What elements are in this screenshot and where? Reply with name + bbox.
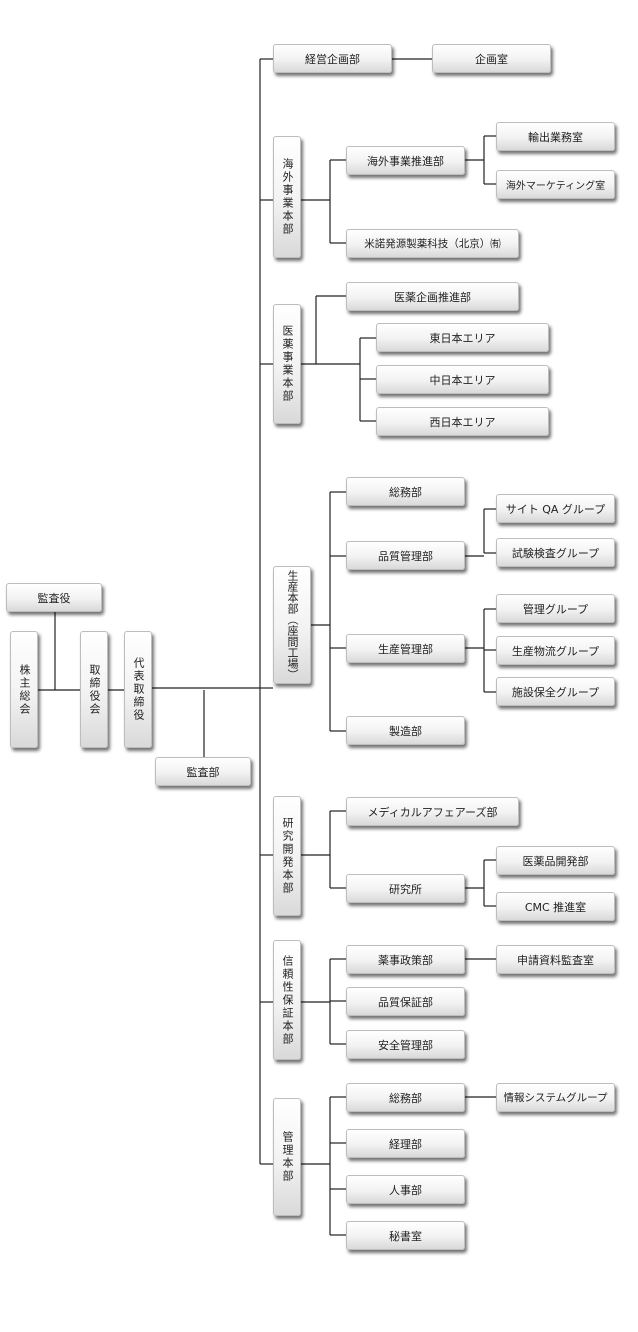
board-label: 取締役会 bbox=[88, 663, 101, 716]
dept-label: 薬事政策部 bbox=[378, 953, 433, 967]
dept-beijing-subsidiary[interactable]: 米諾発源製薬科技（北京）㈲ bbox=[346, 229, 519, 258]
dept-secretary[interactable]: 秘書室 bbox=[346, 1221, 465, 1250]
dept-drug-development[interactable]: 医薬品開発部 bbox=[496, 846, 615, 875]
dept-medical-affairs[interactable]: メディカルアフェアーズ部 bbox=[346, 797, 519, 826]
dept-west-japan[interactable]: 西日本エリア bbox=[376, 407, 549, 436]
dept-label: 中日本エリア bbox=[429, 373, 496, 387]
president-box[interactable]: 代表取締役 bbox=[124, 631, 152, 748]
dept-label: 施設保全グループ bbox=[511, 685, 600, 699]
dept-label: 海外事業推進部 bbox=[367, 154, 444, 168]
dept-cmc[interactable]: CMC 推進室 bbox=[496, 892, 615, 921]
board-box[interactable]: 取締役会 bbox=[80, 631, 108, 748]
dept-label: 輸出業務室 bbox=[528, 130, 583, 144]
dept-label: 安全管理部 bbox=[378, 1038, 433, 1052]
dept-quality-assurance[interactable]: 品質保証部 bbox=[346, 987, 465, 1016]
dept-label: 経理部 bbox=[389, 1137, 422, 1151]
dept-label: メディカルアフェアーズ部 bbox=[367, 805, 498, 819]
div-label: 医薬事業本部 bbox=[281, 325, 294, 403]
dept-submission-audit[interactable]: 申請資料監査室 bbox=[496, 945, 615, 974]
dept-label: 研究所 bbox=[389, 882, 422, 896]
dept-label: サイト QA グループ bbox=[505, 502, 606, 516]
div-label: 生産本部（座間工場） bbox=[286, 570, 299, 680]
dept-pharma-planning[interactable]: 医薬企画推進部 bbox=[346, 282, 519, 311]
dept-safety-management[interactable]: 安全管理部 bbox=[346, 1030, 465, 1059]
dept-label: 秘書室 bbox=[389, 1229, 422, 1243]
dept-label: 医薬企画推進部 bbox=[394, 290, 471, 304]
dept-site-qa[interactable]: サイト QA グループ bbox=[496, 494, 615, 523]
dept-label: 西日本エリア bbox=[429, 415, 496, 429]
dept-label: 海外マーケティング室 bbox=[505, 181, 606, 192]
div-production[interactable]: 生産本部（座間工場） bbox=[273, 566, 311, 684]
dept-overseas-marketing[interactable]: 海外マーケティング室 bbox=[496, 170, 615, 199]
dept-hr[interactable]: 人事部 bbox=[346, 1175, 465, 1204]
dept-central-japan[interactable]: 中日本エリア bbox=[376, 365, 549, 394]
dept-export-office[interactable]: 輸出業務室 bbox=[496, 122, 615, 151]
dept-logistics-group[interactable]: 生産物流グループ bbox=[496, 636, 615, 665]
dept-label: 管理グループ bbox=[522, 602, 589, 616]
dept-label: CMC 推進室 bbox=[524, 900, 587, 914]
div-label: 信頼性保証本部 bbox=[281, 954, 294, 1046]
dept-regulatory-affairs[interactable]: 薬事政策部 bbox=[346, 945, 465, 974]
div-admin[interactable]: 管理本部 bbox=[273, 1098, 301, 1216]
dept-label: 情報システムグループ bbox=[503, 1092, 608, 1104]
dept-manufacturing[interactable]: 製造部 bbox=[346, 716, 465, 745]
dept-label: 人事部 bbox=[389, 1183, 422, 1197]
div-reliability[interactable]: 信頼性保証本部 bbox=[273, 940, 301, 1060]
dept-label: 医薬品開発部 bbox=[522, 854, 589, 868]
dept-planning-office[interactable]: 企画室 bbox=[432, 44, 551, 73]
auditor-label: 監査役 bbox=[37, 591, 71, 605]
div-pharma[interactable]: 医薬事業本部 bbox=[273, 304, 301, 424]
div-label: 海外事業本部 bbox=[281, 158, 294, 236]
dept-admin-general-affairs[interactable]: 総務部 bbox=[346, 1083, 465, 1112]
audit-dept-box[interactable]: 監査部 bbox=[155, 757, 251, 786]
dept-label: 申請資料監査室 bbox=[517, 953, 594, 967]
dept-quality-control[interactable]: 品質管理部 bbox=[346, 541, 465, 570]
auditor-box[interactable]: 監査役 bbox=[6, 583, 102, 612]
dept-label: 品質管理部 bbox=[378, 549, 433, 563]
dept-overseas-promotion[interactable]: 海外事業推進部 bbox=[346, 146, 465, 175]
div-label: 研究開発本部 bbox=[281, 817, 294, 895]
dept-label: 生産物流グループ bbox=[511, 644, 600, 658]
dept-accounting[interactable]: 経理部 bbox=[346, 1129, 465, 1158]
dept-management-group[interactable]: 管理グループ bbox=[496, 594, 615, 623]
div-corporate-planning[interactable]: 経営企画部 bbox=[273, 44, 392, 73]
dept-production-general-affairs[interactable]: 総務部 bbox=[346, 477, 465, 506]
dept-label: 米諾発源製薬科技（北京）㈲ bbox=[364, 238, 501, 250]
shareholders-box[interactable]: 株主総会 bbox=[10, 631, 38, 748]
audit-dept-label: 監査部 bbox=[186, 765, 220, 779]
dept-label: 総務部 bbox=[389, 485, 422, 499]
div-label: 経営企画部 bbox=[305, 52, 360, 66]
dept-label: 品質保証部 bbox=[378, 995, 433, 1009]
div-label: 管理本部 bbox=[281, 1131, 294, 1183]
dept-research-lab[interactable]: 研究所 bbox=[346, 874, 465, 903]
dept-label: 生産管理部 bbox=[378, 642, 433, 656]
shareholders-label: 株主総会 bbox=[18, 663, 31, 716]
dept-east-japan[interactable]: 東日本エリア bbox=[376, 323, 549, 352]
dept-label: 製造部 bbox=[389, 724, 422, 738]
dept-label: 試験検査グループ bbox=[511, 546, 600, 560]
dept-label: 企画室 bbox=[475, 52, 508, 66]
president-label: 代表取締役 bbox=[132, 657, 145, 722]
dept-label: 東日本エリア bbox=[429, 331, 496, 345]
dept-it-group[interactable]: 情報システムグループ bbox=[496, 1083, 615, 1112]
div-rnd[interactable]: 研究開発本部 bbox=[273, 796, 301, 916]
div-overseas[interactable]: 海外事業本部 bbox=[273, 136, 301, 258]
dept-testing[interactable]: 試験検査グループ bbox=[496, 538, 615, 567]
dept-production-control[interactable]: 生産管理部 bbox=[346, 634, 465, 663]
dept-facility-group[interactable]: 施設保全グループ bbox=[496, 677, 615, 706]
dept-label: 総務部 bbox=[389, 1091, 422, 1105]
